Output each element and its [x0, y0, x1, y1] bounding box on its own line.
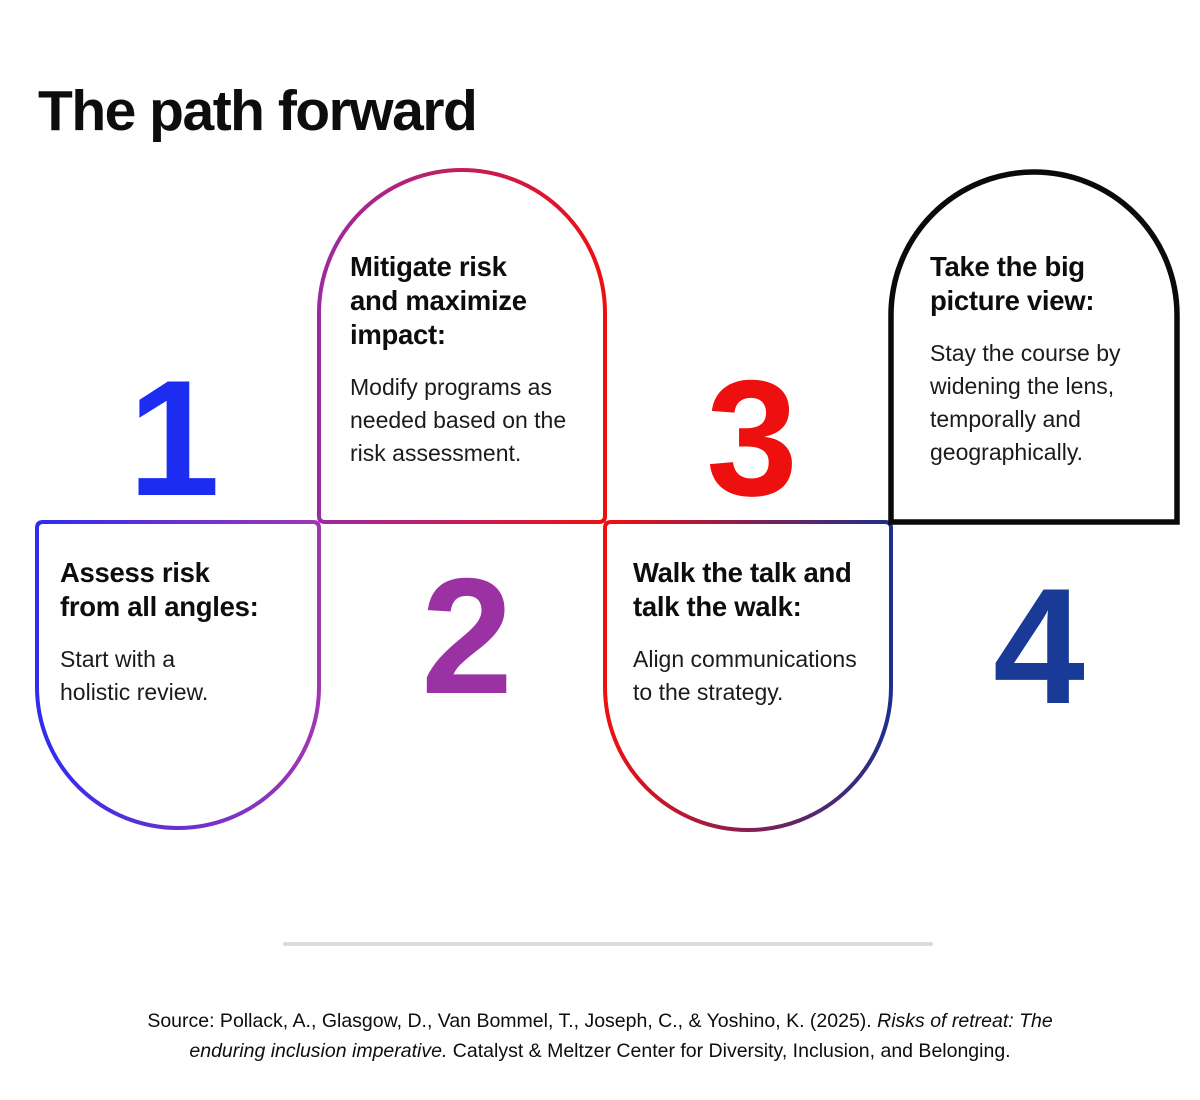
step-3-card: Walk the talk and talk the walk: Align c…: [633, 556, 893, 709]
step-1-body: Start with a holistic review.: [60, 646, 209, 705]
page-title: The path forward: [38, 79, 478, 144]
source-text-italic: Risks of retreat: The enduring inclusion…: [189, 1010, 1053, 1062]
step-4-card: Take the big picture view: Stay the cour…: [930, 250, 1160, 469]
step-4-arch-outline: [888, 169, 1180, 525]
step-3-body: Align communications to the strategy.: [633, 646, 857, 705]
step-1-card: Assess risk from all angles: Start with …: [60, 556, 310, 709]
divider-line: [283, 942, 933, 946]
step-3-capsule-outline: [603, 520, 893, 832]
step-3-number: 3: [706, 346, 798, 530]
step-2-number: 2: [421, 544, 513, 728]
step-3-heading: Walk the talk and talk the walk:: [633, 557, 852, 622]
step-1-capsule-outline: [35, 520, 321, 830]
step-2-heading: Mitigate risk and maximize impact:: [350, 251, 527, 350]
step-1-number: 1: [128, 346, 220, 530]
source-citation: Source: Pollack, A., Glasgow, D., Van Bo…: [125, 1006, 1075, 1066]
step-1-heading: Assess risk from all angles:: [60, 557, 259, 622]
source-text-prefix: Source: Pollack, A., Glasgow, D., Van Bo…: [147, 1010, 878, 1032]
step-2-body: Modify programs as needed based on the r…: [350, 374, 567, 466]
source-text-suffix: Catalyst & Meltzer Center for Diversity,…: [447, 1040, 1011, 1062]
step-2-arch-outline: [317, 168, 607, 524]
step-2-card: Mitigate risk and maximize impact: Modif…: [350, 250, 590, 470]
step-4-heading: Take the big picture view:: [930, 251, 1095, 316]
step-4-number: 4: [993, 554, 1085, 738]
step-4-body: Stay the course by widening the lens, te…: [930, 340, 1121, 465]
